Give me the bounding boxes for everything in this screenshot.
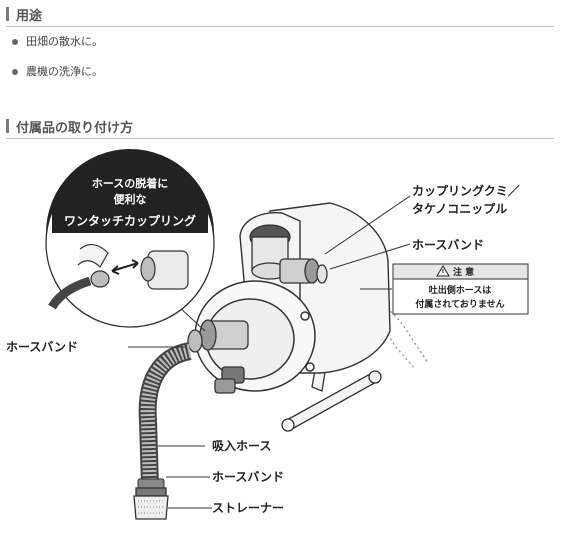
label-coupling-line1: カップリングクミ／ [412, 183, 520, 198]
callout-text-line3: ワンタッチカップリング [64, 213, 196, 228]
list-item: 農機の洗浄に。 [12, 64, 103, 80]
bullet-dot [12, 39, 18, 45]
strainer [133, 487, 169, 520]
callout-text-line1: ホースの脱着に [92, 176, 168, 190]
label-coupling-line2: タケノコニップル [412, 201, 507, 216]
discharge-hose-dotted [317, 288, 416, 370]
label-strainer: ストレーナー [212, 501, 284, 515]
caution-title: 注 意 [453, 266, 474, 278]
caution-box: 注 意 吐出側ホースは 付属されておりません [392, 263, 529, 315]
usage-section-title: 用途 [16, 9, 43, 24]
callout-text-line2: 便利な [114, 192, 147, 206]
caution-line1: 吐出側ホースは [429, 284, 492, 296]
bullet-dot [12, 69, 18, 75]
list-item: 田畑の散水に。 [12, 34, 103, 50]
pump-casing [194, 280, 316, 392]
label-hose-band-bottom: ホースバンド [212, 470, 284, 484]
label-hose-band-top: ホースバンド [412, 238, 484, 252]
usage-list: 田畑の散水に。 農機の洗浄に。 [12, 34, 103, 94]
usage-section-header: 用途 [6, 4, 554, 27]
install-section-header: 付属品の取り付け方 [6, 116, 554, 139]
pump-diagram: ホースの脱着に 便利な ワンタッチカップリング カップリングクミ／ タケノコニッ… [6, 149, 529, 520]
section-marker [6, 119, 9, 133]
section-marker [6, 7, 9, 21]
install-section-title: 付属品の取り付け方 [16, 121, 134, 136]
label-hose-band-left: ホースバンド [6, 340, 78, 354]
leader-lines [128, 195, 411, 509]
inlet-coupling [187, 319, 249, 394]
callout-coupling-drawing [48, 244, 189, 310]
coupling-callout: ホースの脱着に 便利な ワンタッチカップリング [45, 149, 215, 328]
discharge-coupling [279, 258, 328, 284]
label-suction-hose: 吸入ホース [212, 439, 271, 453]
caution-line2: 付属されておりません [415, 298, 504, 310]
